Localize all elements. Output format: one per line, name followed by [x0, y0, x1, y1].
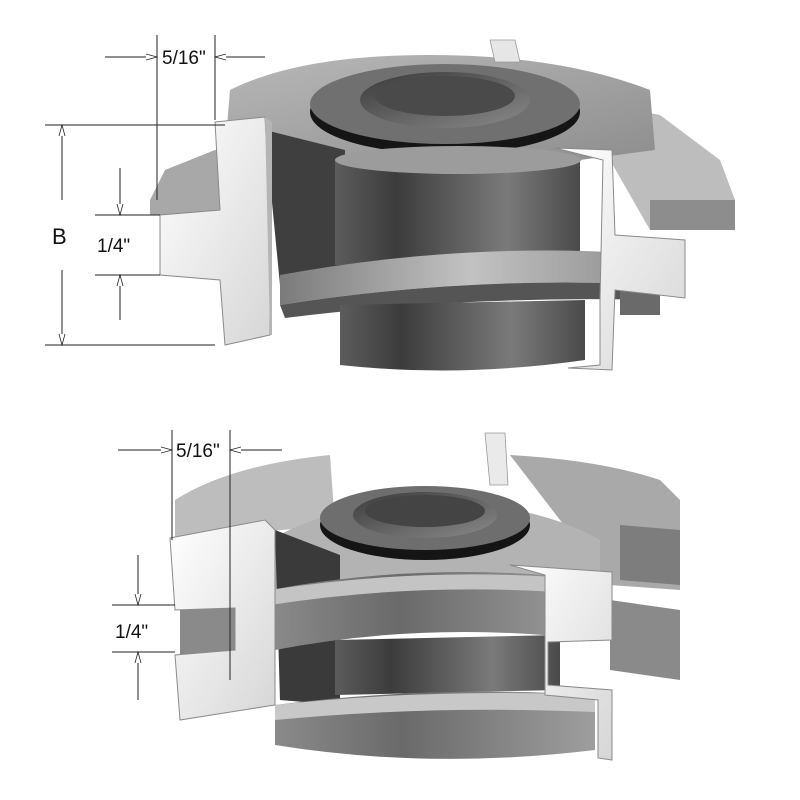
bottom-cutter [169, 432, 680, 761]
top-cylinder [335, 160, 580, 265]
bottom-dimensions: 5/16" 1/4" [112, 430, 282, 700]
bottom-carbide-left [169, 519, 276, 721]
top-cutter [150, 39, 735, 371]
top-lower-cylinder [340, 300, 585, 371]
top-dimensions: 5/16" B 1/4" [45, 35, 265, 345]
top-flange [280, 250, 660, 305]
top-depth-label: 1/4" [97, 236, 130, 257]
bottom-wing-left [175, 455, 335, 540]
top-carbide-right [554, 147, 686, 371]
top-width-label: 5/16" [162, 48, 206, 69]
top-height-label: B [52, 224, 67, 249]
bottom-middle-cylinder [335, 635, 560, 695]
bottom-width-label: 5/16" [176, 441, 220, 462]
bottom-carbide-right [509, 564, 613, 761]
bottom-depth-label: 1/4" [115, 622, 148, 643]
top-carbide-back [489, 39, 521, 63]
